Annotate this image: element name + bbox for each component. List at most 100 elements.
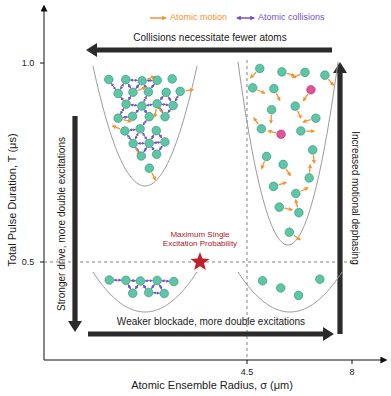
atom [136, 125, 145, 134]
trend-arrow [86, 43, 332, 57]
atom [269, 182, 278, 191]
collision-arrow [121, 97, 123, 100]
collision-arrow [128, 285, 130, 289]
trend-label: Weaker blockade, more double excitations [117, 316, 305, 328]
motion-arrow [250, 72, 256, 78]
motion-arrow [301, 188, 308, 191]
motion-arrow [313, 155, 315, 163]
atom [307, 85, 316, 94]
trend-label: Stronger drive, more double excitations [56, 137, 68, 311]
atom [114, 89, 123, 98]
tick-mark [247, 360, 248, 364]
collision-arrow [160, 285, 162, 289]
tick-mark [40, 63, 44, 64]
collision-arrow [143, 285, 146, 289]
collision-arrow [175, 96, 178, 101]
motion-arrow [306, 130, 314, 132]
collision-arrow [152, 284, 155, 288]
motion-arrow [287, 73, 295, 75]
motion-arrow [185, 90, 193, 91]
trap-well [93, 272, 197, 312]
divider-line [247, 60, 248, 360]
motion-arrow [254, 118, 259, 125]
tick-label: 1.0 [22, 58, 35, 68]
tick-label: 0.5 [22, 257, 35, 267]
atom [153, 276, 162, 285]
atom [153, 100, 162, 109]
atom [114, 114, 123, 123]
trend-arrow [68, 116, 82, 332]
collision-arrow [147, 80, 152, 81]
atom [137, 152, 146, 161]
trend-label: Collisions necessitate fewer atoms [133, 32, 286, 44]
atom [312, 114, 321, 123]
atom [321, 71, 330, 80]
y-axis [44, 6, 45, 360]
atom [136, 277, 145, 286]
atom [161, 112, 170, 121]
atom [277, 130, 286, 139]
collision-arrow [159, 135, 162, 139]
legend-text: Atomic collisions [258, 13, 325, 23]
legend-sample [150, 17, 166, 19]
collision-arrow [162, 104, 168, 106]
atom [122, 100, 131, 109]
atom [267, 105, 276, 114]
trap-well [238, 272, 342, 312]
motion-arrow [298, 111, 302, 118]
collision-arrow [131, 79, 138, 80]
atom [248, 84, 257, 93]
collision-arrow [138, 143, 144, 144]
axis-title: Total Pulse Duration, T (μs) [6, 133, 19, 266]
collision-arrow [162, 280, 169, 281]
motion-arrow [293, 74, 300, 77]
collision-arrow [145, 110, 147, 113]
atom [262, 152, 271, 161]
trend-arrow [333, 62, 347, 334]
atom [145, 139, 154, 148]
motion-arrow [286, 169, 290, 176]
atom [153, 76, 162, 85]
atom [305, 174, 314, 183]
atom [128, 112, 137, 121]
collision-arrow [129, 97, 131, 100]
motion-arrow [309, 165, 311, 173]
collision-arrow [121, 84, 124, 89]
collision-arrow [131, 280, 136, 281]
tick-mark [40, 262, 44, 263]
trend-label: Increased motional dephasing [349, 131, 361, 264]
atom [276, 284, 285, 293]
atom [145, 164, 154, 173]
atom [278, 68, 287, 77]
motion-arrow [303, 120, 311, 122]
collision-arrow [168, 97, 170, 101]
collision-arrow [160, 96, 163, 100]
collision-arrow [128, 135, 131, 139]
collision-arrow [136, 110, 139, 113]
motion-arrow [303, 94, 308, 101]
trend-arrow [88, 327, 334, 341]
atom [297, 127, 306, 136]
collision-arrow [135, 133, 138, 139]
motion-arrow [328, 79, 333, 85]
collision-arrow [145, 280, 152, 281]
atom [129, 139, 138, 148]
atom [145, 112, 154, 121]
legend-text: Atomic motion [170, 13, 227, 23]
trap-outline [93, 66, 197, 186]
tick-mark [352, 360, 353, 364]
atom [257, 125, 266, 134]
atom [122, 276, 131, 285]
atom [291, 102, 300, 111]
collision-arrow [112, 83, 116, 89]
collision-arrow [131, 104, 137, 106]
atom [279, 160, 288, 169]
trap-well [238, 62, 338, 245]
atom [162, 88, 171, 97]
collision-arrow [121, 108, 124, 113]
motion-arrow [155, 109, 156, 117]
atom [169, 101, 178, 110]
atom [138, 102, 147, 111]
collision-arrow [136, 85, 139, 89]
